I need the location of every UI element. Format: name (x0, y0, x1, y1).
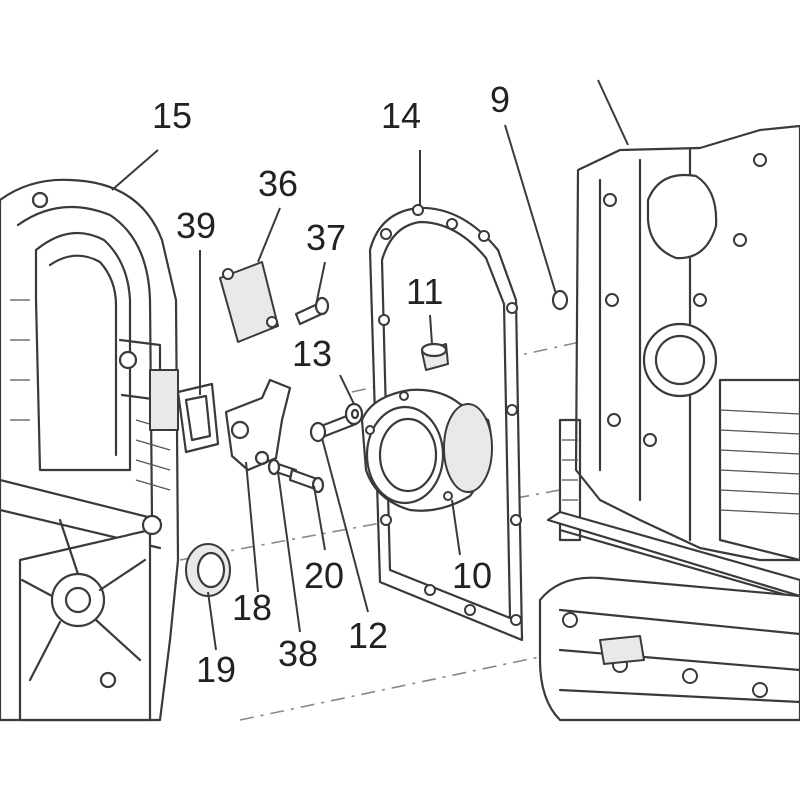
callout-39: 39 (176, 205, 216, 246)
callout-12: 12 (348, 615, 388, 656)
engine-sump (538, 576, 800, 722)
engine-crankcase (546, 124, 800, 598)
callout-labels: 15 14 9 36 39 37 11 13 20 10 18 12 38 19 (152, 79, 510, 690)
callout-11: 11 (406, 271, 443, 312)
part-19-oil-seal (185, 543, 231, 597)
part-11-plug (420, 342, 449, 371)
part-13-washer (344, 402, 364, 426)
callout-15: 15 (152, 95, 192, 136)
part-20-bolt (288, 468, 325, 494)
callout-20: 20 (304, 555, 344, 596)
callout-10: 10 (452, 555, 492, 596)
part-12-bolt (309, 412, 358, 443)
part-18-tensioner-bracket (224, 378, 292, 472)
part-37-bolt (294, 296, 330, 326)
callout-36: 36 (258, 163, 298, 204)
callout-37: 37 (306, 217, 346, 258)
part-39-small-gasket (176, 382, 220, 454)
callout-9: 9 (490, 79, 510, 120)
callout-19: 19 (196, 649, 236, 690)
callout-13: 13 (292, 333, 332, 374)
callout-14: 14 (381, 95, 421, 136)
part-36-cover-plate (219, 261, 279, 343)
callout-38: 38 (278, 633, 318, 674)
part-9-dowel-pin (551, 289, 569, 311)
callout-18: 18 (232, 587, 272, 628)
part-15-timing-cover (0, 178, 180, 722)
leader-lines (111, 79, 629, 651)
part-10-seal-housing (360, 388, 493, 512)
